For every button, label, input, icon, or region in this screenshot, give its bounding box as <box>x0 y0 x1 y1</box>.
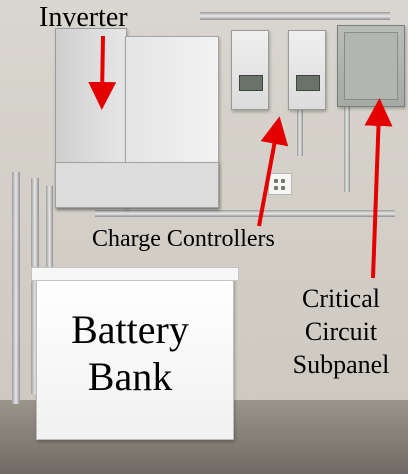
top-conduit <box>200 12 390 20</box>
charge-controller-right <box>288 30 326 110</box>
subpanel-arrow <box>364 98 393 279</box>
subpanel-conduit <box>344 104 350 192</box>
inverter-label: Inverter <box>39 2 128 33</box>
critical-circuit-label: Critical Circuit Subpanel <box>285 282 397 381</box>
circuit-line: Circuit <box>304 317 378 346</box>
controller-conduit <box>297 108 303 156</box>
controller-display <box>239 75 263 91</box>
lower-conduit <box>95 210 395 217</box>
left-conduit-1 <box>12 172 20 404</box>
battery-line: Battery <box>71 307 189 352</box>
subpanel-door <box>344 32 398 100</box>
charge-controller-arrow <box>257 116 289 227</box>
left-conduit-2 <box>31 178 39 394</box>
controller-display <box>296 75 320 91</box>
critical-circuit-subpanel <box>337 25 405 107</box>
subpanel-line: Subpanel <box>292 350 390 379</box>
battery-bank-cabinet <box>31 267 239 440</box>
critical-line: Critical <box>302 284 380 313</box>
bank-line: Bank <box>87 354 173 399</box>
battery-cabinet-lid <box>31 267 239 281</box>
inverter-arrow <box>88 35 117 110</box>
charge-controller-left <box>231 30 269 110</box>
inverter-power-panel <box>55 162 219 208</box>
battery-bank-label: Battery Bank <box>58 306 202 400</box>
charge-controllers-label: Charge Controllers <box>92 226 275 252</box>
